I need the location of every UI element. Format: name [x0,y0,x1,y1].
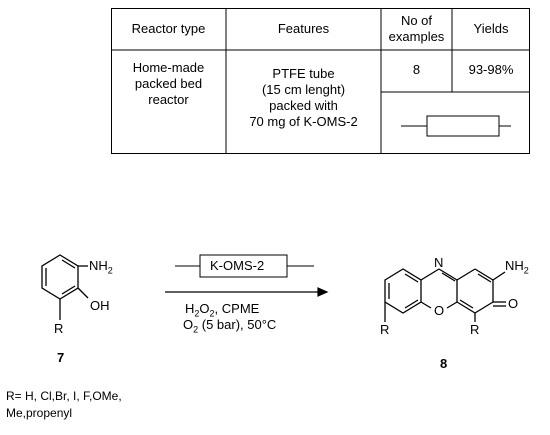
cell-no-of-examples: 8 [412,62,421,77]
reactor-icon-scheme [175,254,314,278]
reactant-nh2-label: NH2 [89,258,113,276]
product-r1-label: R [380,322,390,337]
product-r2-label: R [470,322,480,337]
reactor-label: K-OMS-2 [210,258,265,273]
reaction-arrow [165,287,329,297]
r-groups-note: R= H, Cl,Br, I, F,OMe, Me,propenyl [6,389,122,420]
header-yields: Yields [473,21,509,36]
header-no-of-examples: No of examples [388,13,445,44]
header-features: Features [277,21,330,36]
reactant-number: 7 [57,350,65,365]
reactor-icon-table [401,115,511,137]
cell-yields: 93-98% [468,62,514,77]
product-carbonyl-o-label: O [508,296,519,311]
reactant-structure [41,254,89,320]
product-nh2-label: NH2 [505,258,529,276]
reactor-table: Reactor type Features No of examples Yie… [111,8,530,154]
product-number: 8 [440,356,448,371]
cell-features: PTFE tube (15 cm lenght) packed with 70 … [249,66,358,129]
reactant-oh-label: OH [90,298,110,313]
reactant-r-label: R [54,321,64,336]
product-ring-o-label: O [434,303,445,318]
product-structure [384,268,506,322]
product-n-label: N [434,255,444,270]
cell-reactor-type: Home-made packed bed reactor [132,60,205,107]
header-reactor-type: Reactor type [131,21,206,36]
conditions-line1: H2O2, CPME [185,301,260,319]
conditions-line2: O2 (5 bar), 50°C [183,317,277,335]
table-grid [111,8,530,154]
